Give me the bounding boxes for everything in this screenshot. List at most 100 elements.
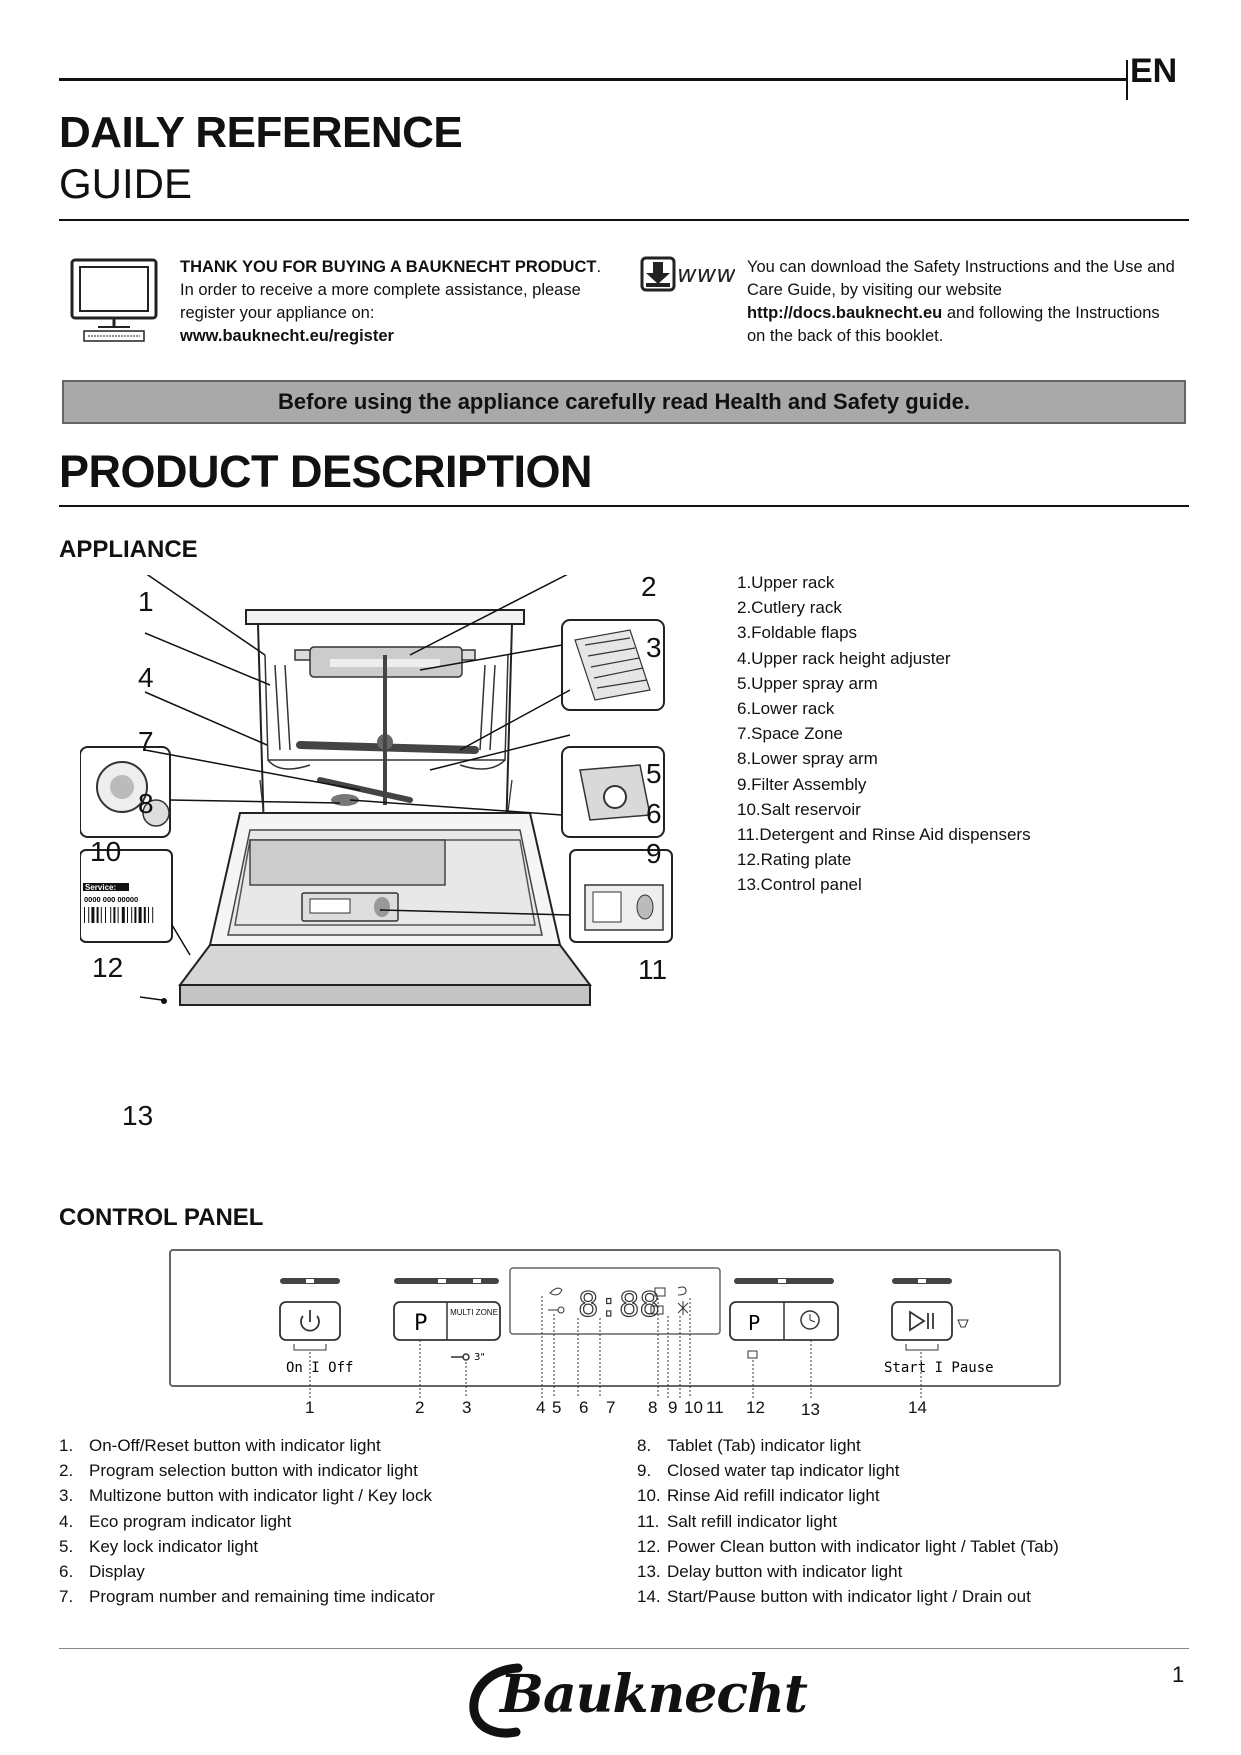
brand-logo-swoosh	[469, 1663, 523, 1738]
control-legend-left: 1.On-Off/Reset button with indicator lig…	[59, 1433, 435, 1609]
power-clean-p-label: P	[748, 1311, 760, 1335]
control-panel-heading: CONTROL PANEL	[59, 1204, 264, 1231]
power-clean-button[interactable]: P	[729, 1301, 839, 1341]
barcode-bar	[105, 907, 106, 923]
callout-10: 10	[90, 836, 122, 867]
list-item: 13.Control panel	[737, 875, 862, 895]
list-item: 8.Lower spray arm	[737, 749, 878, 769]
list-item: 11.Detergent and Rinse Aid dispensers	[737, 825, 1031, 845]
barcode-bar	[91, 907, 95, 923]
service-label: Service:	[85, 883, 116, 892]
barcode-bar	[134, 907, 137, 923]
tablet-icon	[654, 1287, 666, 1297]
thanks-text: In order to receive a more complete assi…	[180, 281, 581, 322]
section-rule	[59, 505, 1189, 507]
water-tap-icon	[650, 1305, 664, 1315]
cp-callout-9: 9	[668, 1398, 678, 1417]
cp-callout-14: 14	[908, 1398, 927, 1417]
register-link[interactable]: www.bauknecht.eu/register	[180, 327, 394, 345]
section-title: PRODUCT DESCRIPTION	[59, 446, 593, 497]
barcode-bar	[121, 907, 125, 923]
list-item: 5.Upper spray arm	[737, 673, 878, 693]
cp-callout-4: 4	[536, 1398, 546, 1417]
salt-icon	[677, 1286, 687, 1296]
list-item: 4.Eco program indicator light	[59, 1511, 292, 1531]
barcode-bar	[152, 907, 154, 923]
list-item: 9.Filter Assembly	[737, 774, 867, 794]
callout-7: 7	[138, 726, 154, 757]
dishwasher-top	[245, 609, 525, 625]
barcode-bar	[113, 907, 116, 923]
lower-spray-arm	[317, 777, 413, 803]
control-legend-right: 8.Tablet (Tab) indicator light 9.Closed …	[637, 1433, 1059, 1609]
cp-callout-11: 11	[706, 1398, 724, 1417]
thanks-heading: THANK YOU FOR BUYING A BAUKNECHT PRODUCT	[180, 258, 597, 276]
on-off-button[interactable]	[279, 1301, 341, 1341]
download-text: You can download the Safety Instructions…	[747, 258, 1175, 299]
callout-11: 11	[638, 954, 668, 985]
cp-callout-13: 13	[801, 1400, 820, 1419]
barcode-bar	[148, 907, 149, 923]
brand-logo: Bauknecht	[500, 1664, 808, 1725]
list-item: 6.Lower rack	[737, 699, 835, 719]
cp-callout-2: 2	[415, 1398, 425, 1417]
cp-callout-8: 8	[648, 1398, 658, 1417]
dishwasher-diagram: Service: 0000 000 00000	[80, 575, 673, 1006]
language-label: EN	[1130, 52, 1178, 90]
cp-callout-3: 3	[462, 1398, 472, 1417]
barcode-bar	[117, 907, 119, 923]
barcode-bar	[84, 907, 85, 923]
list-item: 2.Program selection button with indicato…	[59, 1461, 418, 1481]
list-item: 12.Rating plate	[737, 850, 852, 870]
on-off-label: On I Off	[286, 1360, 353, 1376]
cp-callout-6: 6	[579, 1398, 589, 1417]
callout-3: 3	[646, 632, 662, 663]
eco-leaf-icon	[549, 1287, 563, 1296]
start-pause-button[interactable]	[891, 1301, 953, 1341]
cp-callout-12: 12	[746, 1398, 765, 1417]
barcode-bar	[143, 907, 146, 923]
control-panel-diagram: On I Off P MULTI ZONE 3" 8:88 P Sta	[169, 1249, 1061, 1398]
thanks-block: THANK YOU FOR BUYING A BAUKNECHT PRODUCT…	[180, 258, 602, 345]
barcode-bar	[131, 907, 133, 923]
list-item: 12.Power Clean button with indicator lig…	[637, 1536, 1059, 1556]
callout-4: 4	[138, 662, 154, 693]
download-block: You can download the Safety Instructions…	[747, 256, 1177, 348]
key-lock-indicator-icon	[548, 1306, 565, 1314]
page-number: 1	[1172, 1662, 1185, 1687]
callout-1: 1	[138, 586, 154, 617]
rinse-aid-icon	[677, 1301, 689, 1315]
appliance-heading: APPLIANCE	[59, 536, 198, 563]
list-item: 4.Upper rack height adjuster	[737, 648, 951, 668]
page-title: DAILY REFERENCE	[59, 108, 463, 157]
list-item: 1.Upper rack	[737, 573, 835, 592]
footer-rule	[59, 1648, 1189, 1649]
callout-8: 8	[138, 788, 154, 819]
start-pause-label: Start I Pause	[884, 1360, 994, 1376]
header-divider	[1126, 60, 1128, 100]
list-item: 3.Foldable flaps	[737, 623, 858, 643]
download-text-2: and following the Instructions on the ba…	[747, 304, 1160, 345]
door	[208, 812, 562, 946]
www-text: www	[677, 260, 735, 288]
callout-5: 5	[646, 758, 662, 789]
list-item: 11.Salt refill indicator light	[637, 1511, 838, 1531]
header-rule	[59, 78, 1127, 81]
program-multizone-button[interactable]: P MULTI ZONE	[393, 1301, 501, 1341]
docs-link[interactable]: http://docs.bauknecht.eu	[747, 304, 943, 322]
drain-icon	[957, 1319, 969, 1328]
keylock-time: 3"	[474, 1352, 485, 1363]
key-icon	[451, 1353, 470, 1361]
list-item: 7.Space Zone	[737, 724, 843, 744]
callout-2: 2	[641, 571, 657, 602]
list-item: 10.Salt reservoir	[737, 799, 861, 819]
list-item: 13. Delay button with indicator light	[637, 1562, 903, 1582]
barcode-bar	[100, 907, 102, 923]
multizone-label: MULTI ZONE	[450, 1308, 498, 1317]
barcode	[84, 907, 154, 923]
display-digits: 8:88	[578, 1285, 660, 1325]
barcode-bar	[88, 907, 90, 923]
page-subtitle: GUIDE	[59, 160, 193, 207]
cp-callout-10: 10	[684, 1398, 703, 1417]
list-item: 1.On-Off/Reset button with indicator lig…	[59, 1436, 381, 1455]
